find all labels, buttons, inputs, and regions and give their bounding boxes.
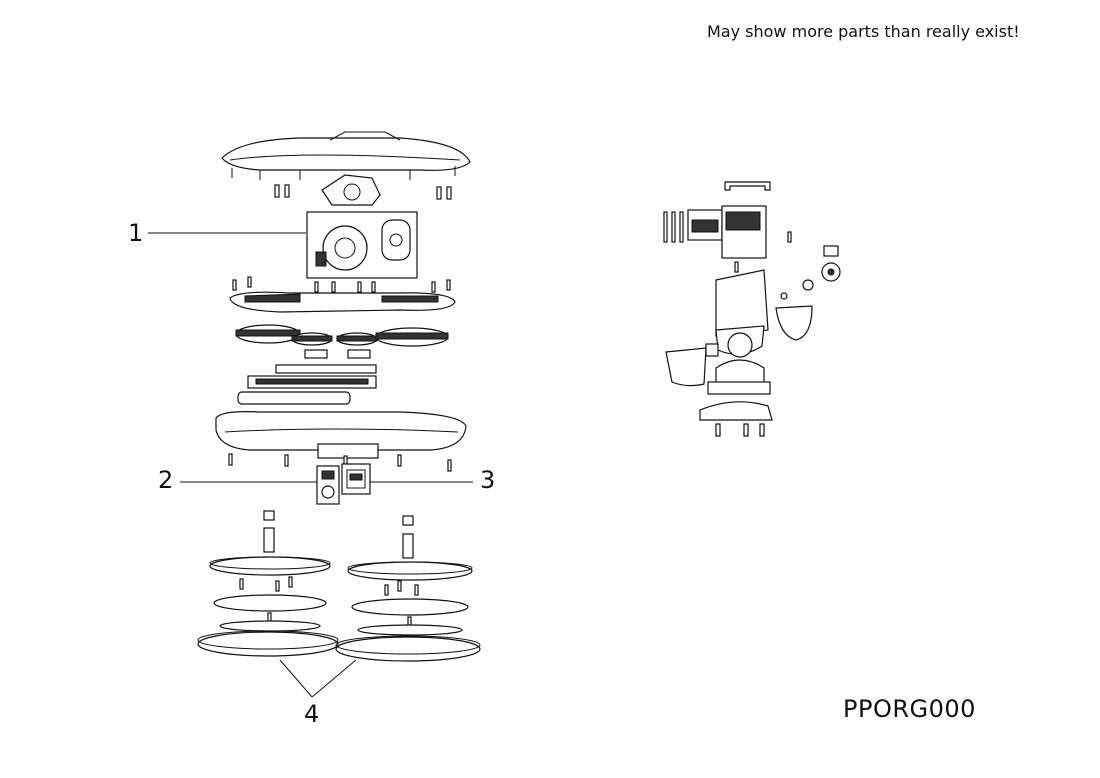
- right-washers: [780, 279, 814, 300]
- bearings: [304, 349, 371, 359]
- cover-screws: [274, 184, 452, 200]
- base-housing: [215, 411, 467, 459]
- top-cover: [221, 131, 471, 180]
- right-cups: [665, 305, 813, 387]
- gear-plate: [229, 291, 456, 313]
- seal-strips: [237, 364, 377, 405]
- disclaimer-note: May show more parts than really exist!: [707, 22, 1020, 41]
- part-3-box: [341, 463, 371, 495]
- leader-lines: [148, 232, 473, 698]
- right-joint: [699, 359, 773, 437]
- diagram-code: PPORG000: [843, 695, 976, 723]
- part-1-motor-box: [306, 211, 418, 279]
- right-knob: [821, 245, 841, 282]
- right-handle-tube: [715, 269, 769, 358]
- right-control-block: [687, 205, 767, 273]
- pad-stack-right: [335, 515, 481, 662]
- screws-row: [232, 276, 451, 293]
- callout-1: 1: [128, 219, 144, 247]
- gears: [235, 324, 449, 347]
- right-top-clip: [724, 181, 771, 191]
- part-2-box: [316, 465, 340, 505]
- callout-4: 4: [304, 700, 320, 728]
- callout-2: 2: [158, 466, 174, 494]
- pad-stack-left: [197, 510, 339, 657]
- motor-bracket: [321, 174, 381, 206]
- callout-3: 3: [480, 466, 496, 494]
- right-pins: [663, 211, 792, 243]
